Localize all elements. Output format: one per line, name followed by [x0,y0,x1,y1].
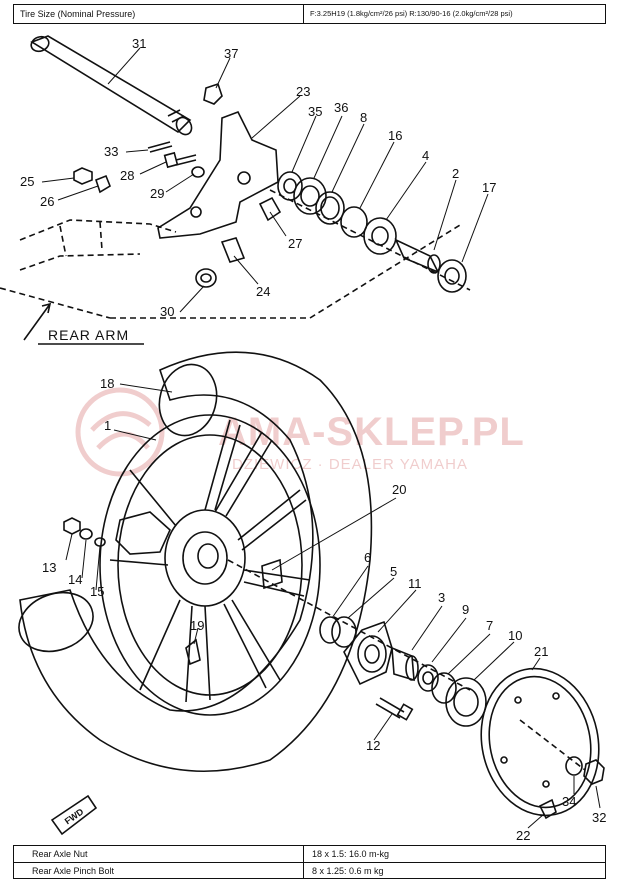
nut-13 [63,517,81,535]
oil-seal-10 [445,677,487,727]
cable-clip [203,82,223,105]
collar-3 [391,646,419,682]
part-label: 32 [592,810,606,825]
bearing-9 [417,664,439,692]
sprocket-mount [115,511,171,555]
brake-cover-21 [480,667,600,817]
leader-lines [41,47,601,829]
part-label: 37 [224,46,238,61]
spacer-collar-2 [394,238,441,274]
part-label: 1 [104,418,111,433]
part-label: 26 [40,194,54,209]
wheel-hub [164,509,246,607]
valve-19 [185,638,201,666]
brake-caliper-bracket [157,110,279,239]
table-row: Rear Axle Pinch Bolt 8 x 1.25: 0.6 m kg [14,863,605,879]
adjuster-block [95,174,111,194]
part-label: 10 [508,628,522,643]
part-label: 2 [452,166,459,181]
tire-size-header: Tire Size (Nominal Pressure) F:3.25H19 (… [13,4,606,24]
part-label: 31 [132,36,146,51]
part-label: 33 [104,144,118,159]
spec-value: 18 x 1.5: 16.0 m-kg [312,849,390,859]
part-label: 28 [120,168,134,183]
part-label: 36 [334,100,348,115]
part-label: 15 [90,584,104,599]
o-ring-6 [319,616,341,644]
tire-size-value: F:3.25H19 (1.8kg/cm²/26 psi) R:130/90-16… [310,9,513,18]
part-label: 18 [100,376,114,391]
part-label: 23 [296,84,310,99]
part-label: 25 [20,174,34,189]
part-label: 21 [534,644,548,659]
part-label: 8 [360,110,367,125]
watermark-logo [75,387,165,477]
rear-arm-label: REAR ARM [48,327,129,343]
tire-section-cutaway [18,591,94,653]
brake-drum-tab [261,558,283,590]
part-label: 29 [150,186,164,201]
part-label: 34 [562,794,576,809]
part-label: 12 [366,738,380,753]
part-labels: 31 37 23 35 36 8 16 4 2 17 33 28 25 26 2… [20,36,606,843]
spec-name: Rear Axle Pinch Bolt [14,863,304,879]
rear-arm-outline [0,219,461,319]
spec-value: 8 x 1.25: 0.6 m kg [312,866,384,876]
part-label: 20 [392,482,406,497]
part-label: 19 [190,618,204,633]
part-label: 14 [68,572,82,587]
part-label: 30 [160,304,174,319]
oil-seal-17 [437,259,467,293]
part-label: 6 [364,550,371,565]
rear-wheel [18,351,373,773]
part-label: 13 [42,560,56,575]
adjuster-nut [73,167,93,185]
watermark-subtext: DZIEWICZ · DEALER YAMAHA [232,456,468,473]
spec-name: Rear Axle Nut [14,846,304,862]
part-label: 35 [308,104,322,119]
part-label: 16 [388,128,402,143]
fwd-indicator [50,794,98,836]
watermark-text: AMA-SKLEP.PL [218,410,525,454]
torque-spec-table: Rear Axle Nut 18 x 1.5: 16.0 m-kg Rear A… [13,845,606,879]
collar-30 [195,268,217,288]
pinch-bolt [147,141,173,153]
part-label: 5 [390,564,397,579]
part-label: 17 [482,180,496,195]
axle-nut-32 [583,759,605,785]
axle-center-line [227,189,586,771]
part-label: 3 [438,590,445,605]
rear-axle-shaft [30,35,193,136]
circlip-5 [331,616,357,648]
bolt-12 [375,697,414,721]
washer-15 [94,537,106,547]
part-label: 4 [422,148,429,163]
fwd-label: FWD [63,806,86,826]
washer-14 [79,528,93,540]
part-label: 27 [288,236,302,251]
part-label: 24 [256,284,270,299]
washer-34 [565,756,583,776]
rear-arm-pointer [23,302,52,341]
part-label: 7 [486,618,493,633]
adjuster-bolt [163,151,197,169]
clutch-hub-11 [343,620,393,686]
part-label: 9 [462,602,469,617]
washer-29 [191,166,205,178]
bearing-4 [363,217,397,255]
tire-size-label: Tire Size (Nominal Pressure) [14,5,304,23]
bracket-clip-24 [220,237,246,263]
part-label: 11 [408,576,422,591]
snap-ring-16 [340,206,368,238]
bracket-clip-27 [258,196,282,222]
circlip-7 [431,672,457,704]
circlip-8 [315,191,345,225]
tire-section-18 [158,363,218,437]
part-label: 22 [516,828,530,843]
oil-seal-36 [293,177,327,215]
table-row: Rear Axle Nut 18 x 1.5: 16.0 m-kg [14,846,605,863]
